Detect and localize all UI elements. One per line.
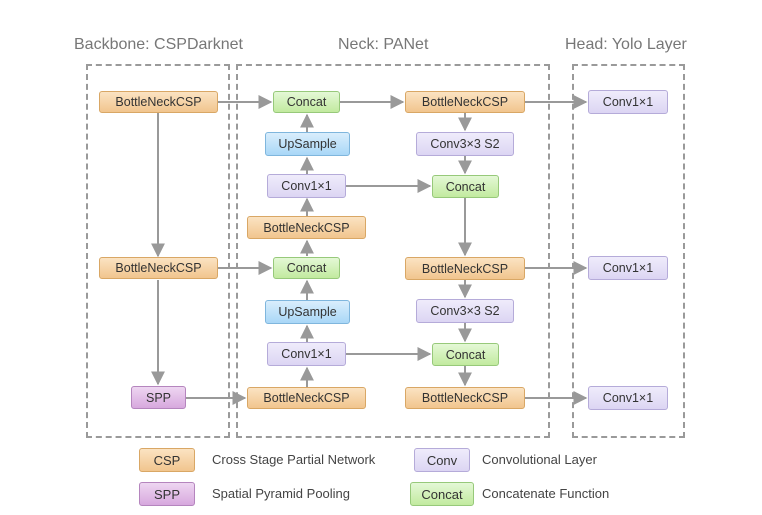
legend-csp-swatch: CSP (139, 448, 195, 472)
neck-right-bottleneckcsp-3: BottleNeckCSP (405, 387, 525, 409)
head-title: Head: Yolo Layer (565, 36, 687, 53)
legend-concat-swatch: Concat (410, 482, 474, 506)
legend-concat-label: Concatenate Function (482, 486, 610, 501)
backbone-bottleneckcsp-1: BottleNeckCSP (99, 91, 218, 113)
neck-concat-1: Concat (273, 91, 340, 113)
neck-bottleneckcsp-low: BottleNeckCSP (247, 387, 366, 409)
legend-spp-label: Spatial Pyramid Pooling (212, 486, 351, 501)
neck-bottleneckcsp-mid: BottleNeckCSP (247, 216, 366, 239)
head-region (572, 64, 685, 438)
head-conv1x1-2: Conv1×1 (588, 256, 668, 280)
head-conv1x1-1: Conv1×1 (588, 90, 668, 114)
backbone-region (86, 64, 230, 438)
neck-concat-2: Concat (273, 257, 340, 279)
neck-conv3x3-s2-1: Conv3×3 S2 (416, 132, 514, 156)
neck-right-concat-2: Concat (432, 343, 499, 366)
backbone-title: Backbone: CSPDarknet (74, 36, 243, 53)
legend-conv-swatch: Conv (414, 448, 470, 472)
legend-conv-label: Convolutional Layer (482, 452, 597, 467)
neck-upsample-1: UpSample (265, 132, 350, 156)
neck-upsample-2: UpSample (265, 300, 350, 324)
neck-conv3x3-s2-2: Conv3×3 S2 (416, 299, 514, 323)
neck-title: Neck: PANet (338, 36, 429, 53)
neck-right-bottleneckcsp-2: BottleNeckCSP (405, 257, 525, 280)
backbone-spp: SPP (131, 386, 186, 409)
backbone-bottleneckcsp-2: BottleNeckCSP (99, 257, 218, 279)
neck-conv1x1-1: Conv1×1 (267, 174, 346, 198)
legend-spp-swatch: SPP (139, 482, 195, 506)
legend-csp-label: Cross Stage Partial Network (212, 452, 376, 467)
head-conv1x1-3: Conv1×1 (588, 386, 668, 410)
neck-right-bottleneckcsp-1: BottleNeckCSP (405, 91, 525, 113)
neck-right-concat-1: Concat (432, 175, 499, 198)
neck-region (236, 64, 550, 438)
neck-conv1x1-2: Conv1×1 (267, 342, 346, 366)
